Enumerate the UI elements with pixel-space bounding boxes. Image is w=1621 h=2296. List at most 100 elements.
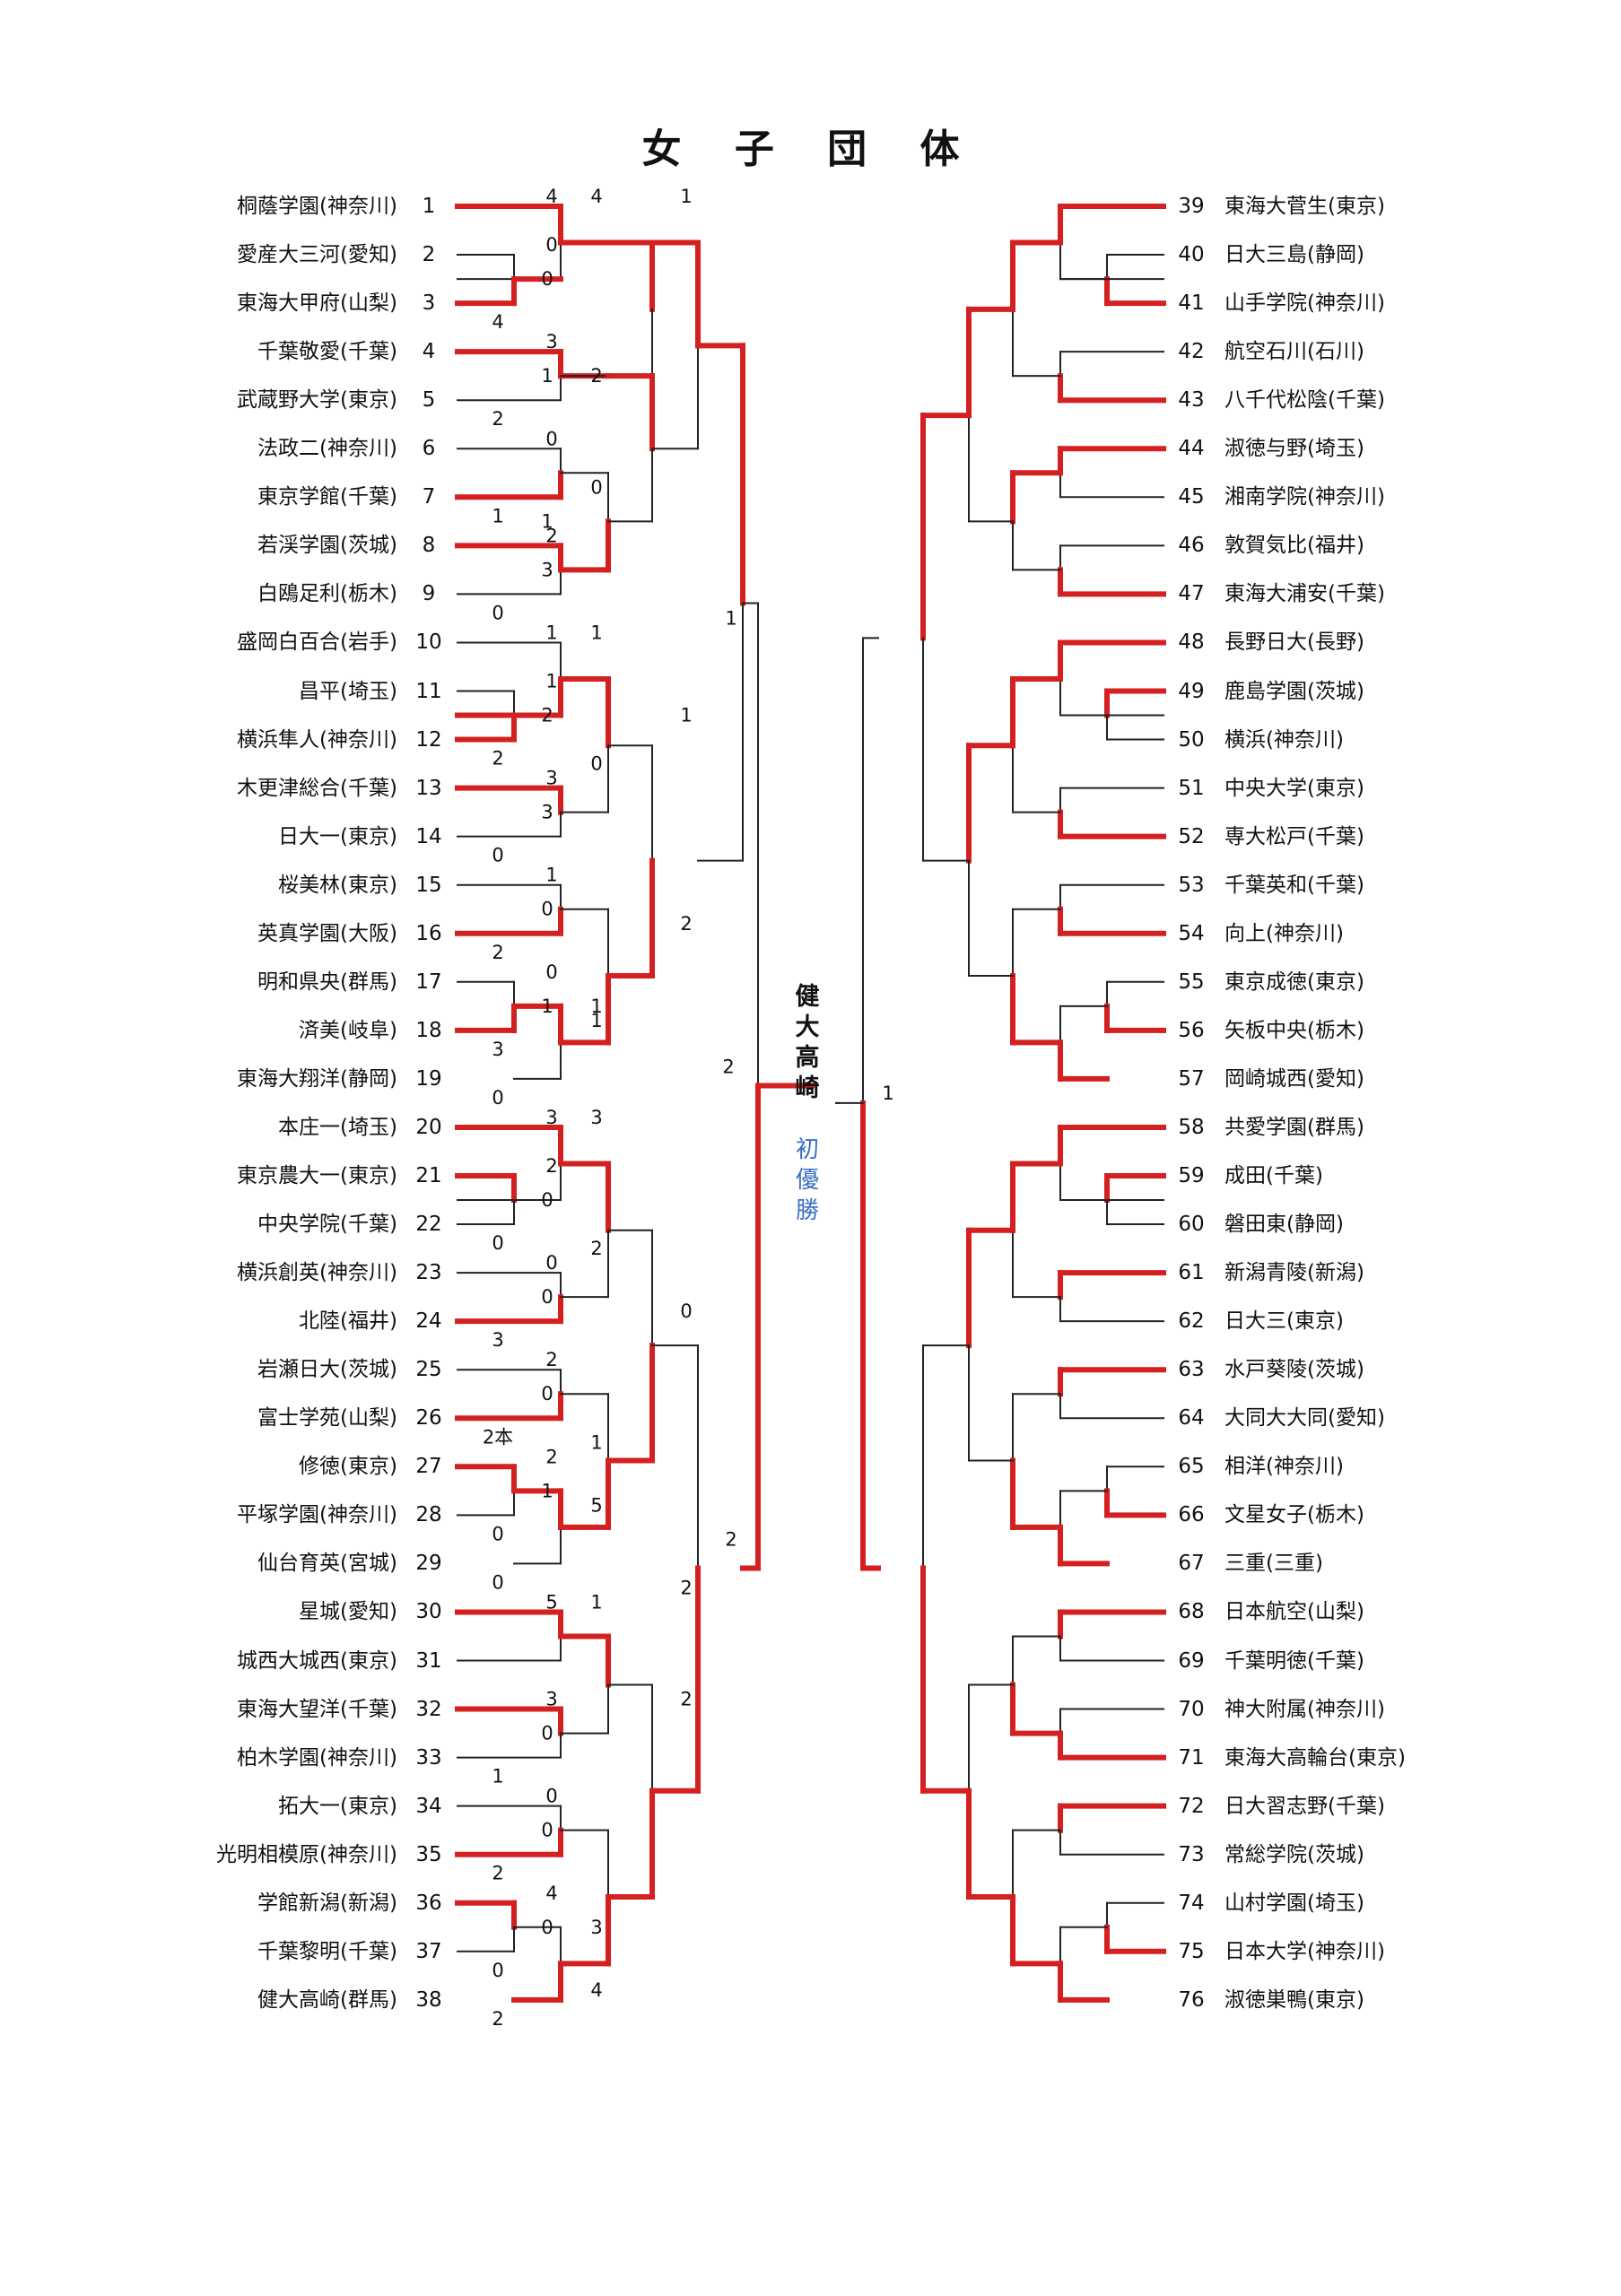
team-seed: 57: [1178, 1066, 1205, 1091]
champion-label: 健 大 高 崎: [789, 982, 825, 1104]
team-name: 日本航空(山梨): [1224, 1600, 1364, 1624]
team-name: 東京農大一(東京): [237, 1164, 397, 1187]
team-name: 本庄一(埼玉): [278, 1115, 397, 1139]
team-seed: 34: [415, 1794, 442, 1818]
team-seed: 22: [415, 1213, 442, 1237]
team-seed: 23: [415, 1261, 442, 1285]
team-seed: 17: [415, 970, 442, 994]
match-score: 1: [545, 671, 557, 692]
team-name: 三重(三重): [1224, 1552, 1323, 1576]
match-score: 1: [590, 1010, 602, 1031]
team-name: 中央学院(千葉): [257, 1213, 397, 1237]
match-score: 1: [590, 622, 602, 643]
match-score: 1: [541, 1480, 553, 1501]
team-name: 神大附属(神奈川): [1224, 1697, 1385, 1721]
team-name: 山村学園(埼玉): [1224, 1891, 1364, 1915]
team-seed: 19: [415, 1066, 442, 1091]
team-seed: 38: [415, 1987, 442, 2012]
team-name: 岩瀬日大(茨城): [257, 1358, 397, 1382]
team-name: 学館新潟(新潟): [257, 1891, 397, 1915]
team-name: 昌平(埼玉): [299, 679, 397, 703]
champion-char: 大: [795, 1013, 820, 1041]
match-score: 1: [882, 1083, 893, 1104]
team-seed: 16: [415, 921, 442, 945]
team-name: 中央大学(東京): [1224, 776, 1364, 800]
match-score: 5: [545, 1591, 557, 1613]
team-seed: 71: [1178, 1745, 1205, 1770]
team-seed: 58: [1178, 1115, 1205, 1139]
team-seed: 14: [415, 824, 442, 848]
team-seed: 32: [415, 1697, 442, 1721]
team-name: 平塚学園(神奈川): [237, 1503, 397, 1527]
team-seed: 61: [1178, 1261, 1205, 1285]
match-score: 2: [545, 1446, 557, 1467]
team-name: 大同大大同(愛知): [1224, 1406, 1385, 1431]
team-seed: 48: [1178, 631, 1205, 655]
team-name: 千葉黎明(千葉): [257, 1939, 397, 1963]
team-seed: 59: [1178, 1164, 1205, 1187]
team-seed: 52: [1178, 824, 1205, 848]
match-score: 2: [680, 1689, 692, 1710]
match-score: 2: [590, 1238, 602, 1259]
team-name: 東海大高輪台(東京): [1224, 1745, 1406, 1770]
match-score: 1: [680, 186, 692, 207]
match-score: 2: [492, 408, 503, 430]
team-name: 日本大学(神奈川): [1224, 1939, 1385, 1963]
match-score: 1: [590, 1591, 602, 1613]
team-seed: 53: [1178, 873, 1205, 897]
team-seed: 40: [1178, 243, 1205, 267]
team-seed: 36: [415, 1891, 442, 1915]
team-name: 日大三(東京): [1224, 1309, 1344, 1334]
match-score: 0: [541, 1286, 553, 1308]
team-seed: 50: [1178, 727, 1205, 752]
match-score: 2: [545, 525, 557, 546]
match-score: 0: [545, 1252, 557, 1274]
team-name: 磐田東(静岡): [1224, 1213, 1344, 1237]
team-name: 矢板中央(栃木): [1224, 1018, 1364, 1042]
note-char: 優: [795, 1167, 819, 1194]
team-seed: 49: [1178, 679, 1205, 703]
match-score: 2: [541, 705, 553, 726]
team-seed: 21: [415, 1164, 442, 1187]
team-seed: 33: [415, 1745, 442, 1770]
team-seed: 29: [415, 1552, 442, 1576]
team-seed: 18: [415, 1018, 442, 1042]
team-name: 千葉敬愛(千葉): [257, 340, 397, 364]
team-name: 千葉明徳(千葉): [1224, 1648, 1364, 1673]
match-score: 2: [680, 1577, 692, 1598]
match-score: 1: [680, 705, 692, 726]
team-name: 日大三島(静岡): [1224, 243, 1364, 267]
match-score: 2: [725, 1528, 736, 1550]
note-char: 初: [795, 1136, 819, 1163]
note-char: 勝: [795, 1197, 819, 1224]
match-score: 2: [492, 942, 503, 963]
match-score: 0: [492, 1571, 503, 1593]
team-name: 法政二(神奈川): [257, 437, 397, 461]
champion-char: 高: [795, 1044, 820, 1072]
team-seed: 20: [415, 1115, 442, 1139]
match-score: 4: [492, 311, 503, 333]
match-score: 1: [492, 1766, 503, 1787]
match-score: 3: [545, 768, 557, 789]
team-seed: 75: [1178, 1939, 1205, 1963]
team-name: 東海大望洋(千葉): [237, 1697, 397, 1721]
team-name: 北陸(福井): [299, 1309, 397, 1334]
team-name: 拓大一(東京): [278, 1794, 397, 1818]
team-seed: 15: [415, 873, 442, 897]
match-score: 0: [590, 753, 602, 775]
team-name: 湘南学院(神奈川): [1224, 485, 1385, 509]
match-score: 3: [545, 1107, 557, 1128]
team-seed: 28: [415, 1503, 442, 1527]
team-seed: 10: [415, 631, 442, 655]
team-name: 淑徳巣鴨(東京): [1224, 1987, 1364, 2012]
team-name: 柏木学園(神奈川): [237, 1745, 397, 1770]
match-score: 4: [545, 186, 557, 207]
match-score: 1: [545, 865, 557, 886]
team-seed: 66: [1178, 1503, 1205, 1527]
team-name: 木更津総合(千葉): [237, 776, 397, 800]
match-score: 0: [541, 1820, 553, 1841]
match-score: 3: [545, 331, 557, 352]
match-score: 3: [492, 1039, 503, 1060]
match-score: 4: [590, 1979, 602, 2001]
match-score: 1: [725, 607, 736, 629]
